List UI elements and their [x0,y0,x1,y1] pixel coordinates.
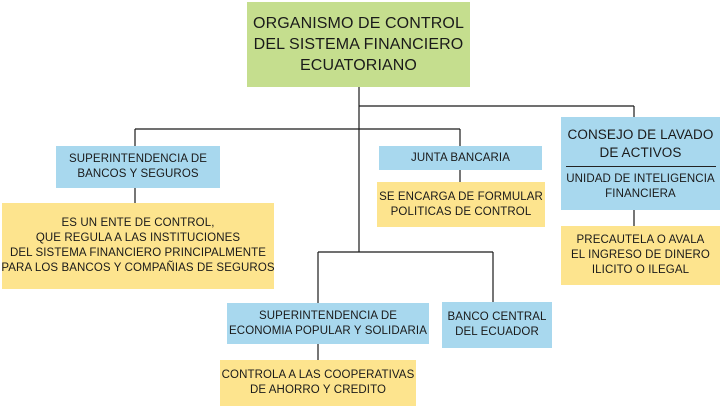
economia-desc-line-2: DE AHORRO Y CREDITO [249,384,387,396]
root-node: ORGANISMO DE CONTROL DEL SISTEMA FINANCI… [247,2,470,87]
superintendencia-economia-description: CONTROLA A LAS COOPERATIVAS DE AHORRO Y … [220,360,416,406]
consejo-title-line-1: CONSEJO DE LAVADO [567,126,714,142]
banco-central-node: BANCO CENTRAL DEL ECUADOR [442,302,552,348]
superintendencia-bancos-description: ES UN ENTE DE CONTROL, QUE REGULA A LAS … [1,203,275,289]
root-line-1: ORGANISMO DE CONTROL [253,15,464,32]
consejo-lavado-description: PRECAUTELA O AVALA EL INGRESO DE DINERO … [561,226,720,285]
junta-bancaria-description: SE ENCARGA DE FORMULAR POLITICAS DE CONT… [377,182,545,227]
root-line-2: DEL SISTEMA FINANCIERO [253,36,464,53]
economia-line-2: ECONOMIA POPULAR Y SOLIDARIA [229,324,427,337]
consejo-title-line-2: DE ACTIVOS [599,144,682,160]
bancos-desc-line-3: DEL SISTEMA FINANCIERO PRINCIPALMENTE [9,247,267,259]
bancos-desc-line-2: QUE REGULA A LAS INSTITUCIONES [35,232,241,244]
consejo-desc-line-1: PRECAUTELA O AVALA [576,234,705,246]
consejo-desc-line-3: ILICITO O ILEGAL [591,264,690,276]
root-line-3: ECUATORIANO [300,57,417,74]
consejo-desc-line-2: EL INGRESO DE DINERO [571,249,710,261]
economia-line-1: SUPERINTENDENCIA DE [258,309,397,322]
banco-central-line-1: BANCO CENTRAL [447,311,547,323]
consejo-subtitle-line-2: FINANCIERA [605,187,676,200]
junta-desc-line-1: SE ENCARGA DE FORMULAR [379,190,543,203]
economia-desc-line-1: CONTROLA A LAS COOPERATIVAS [221,369,415,381]
superintendencia-bancos-node: SUPERINTENDENCIA DE BANCOS Y SEGUROS [56,146,220,188]
superintendencia-economia-node: SUPERINTENDENCIA DE ECONOMIA POPULAR Y S… [227,303,429,344]
junta-bancaria-node: JUNTA BANCARIA [379,146,542,170]
bancos-desc-line-1: ES UN ENTE DE CONTROL, [61,217,215,229]
banco-central-line-2: DEL ECUADOR [455,326,539,338]
superintendencia-bancos-line-2: BANCOS Y SEGUROS [77,168,199,180]
consejo-lavado-node: CONSEJO DE LAVADO DE ACTIVOS UNIDAD DE I… [561,117,720,210]
junta-desc-line-2: POLITICAS DE CONTROL [390,205,532,218]
bancos-desc-line-4: PARA LOS BANCOS Y COMPAÑIAS DE SEGUROS [1,262,275,274]
consejo-divider [565,165,716,167]
superintendencia-bancos-line-1: SUPERINTENDENCIA DE [68,153,207,165]
consejo-subtitle-line-1: UNIDAD DE INTELIGENCIA [566,172,715,185]
junta-bancaria-label: JUNTA BANCARIA [411,151,510,164]
